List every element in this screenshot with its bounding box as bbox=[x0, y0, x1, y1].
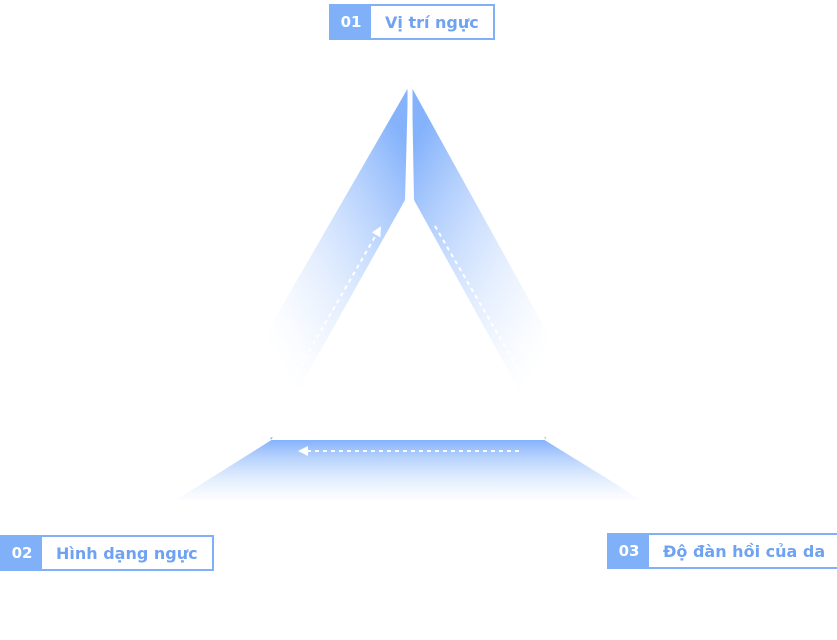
flow-arrow-left bbox=[272, 226, 381, 415]
glow-right bbox=[412, 88, 640, 500]
flow-arrow-right bbox=[434, 225, 545, 414]
glow-bottom bbox=[170, 437, 640, 500]
node-number: 02 bbox=[2, 537, 42, 569]
node-text: Độ đàn hồi của da bbox=[663, 541, 826, 561]
separator-right bbox=[544, 435, 652, 505]
node-label-3: 03 Độ đàn hồi của da bbox=[607, 533, 837, 569]
node-text: Hình dạng ngực bbox=[56, 543, 198, 563]
separator-left bbox=[166, 435, 272, 505]
node-label-2: 02 Hình dạng ngực bbox=[0, 535, 214, 571]
glow-left bbox=[170, 88, 408, 500]
node-text: Vị trí ngực bbox=[385, 12, 479, 32]
node-number: 01 bbox=[331, 6, 371, 38]
node-number: 03 bbox=[609, 535, 649, 567]
node-label-1: 01 Vị trí ngực bbox=[329, 4, 495, 40]
inner-triangle bbox=[271, 203, 546, 440]
